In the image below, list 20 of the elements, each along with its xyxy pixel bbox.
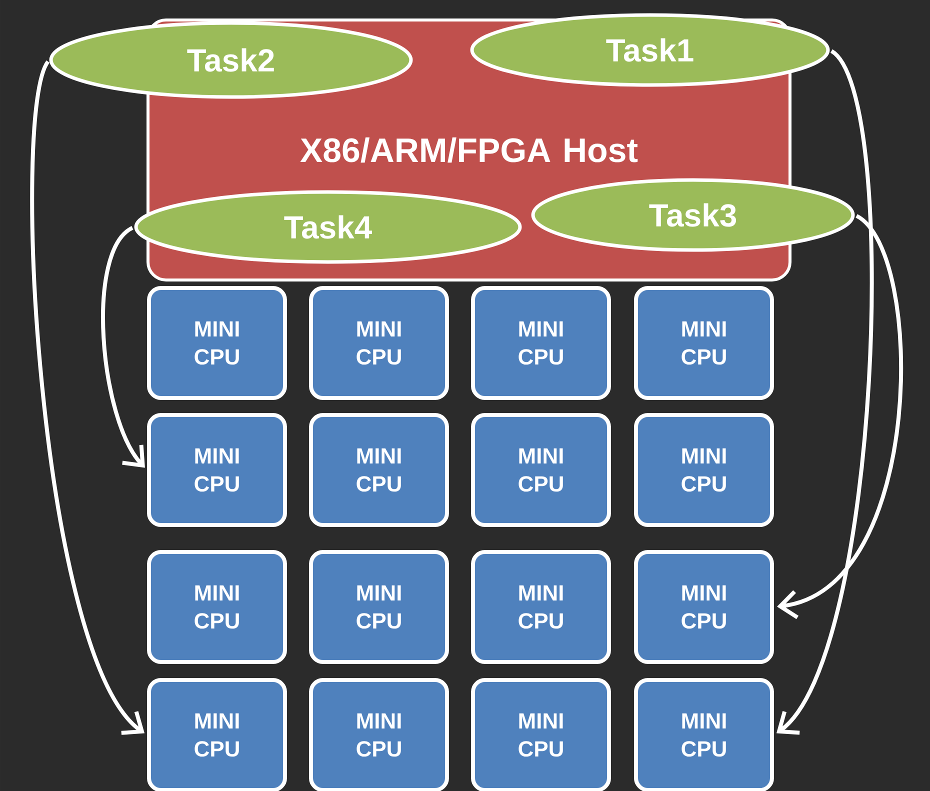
cpu-box: MINI CPU: [634, 550, 774, 664]
cpu-box: MINI CPU: [309, 413, 449, 527]
cpu-box: MINI CPU: [147, 413, 287, 527]
cpu-box: MINI CPU: [471, 550, 611, 664]
cpu-box: MINI CPU: [634, 413, 774, 527]
cpu-box: MINI CPU: [634, 678, 774, 791]
cpu-box: MINI CPU: [147, 678, 287, 791]
cpu-box: MINI CPU: [309, 678, 449, 791]
arrow: [776, 50, 874, 735]
arrow: [30, 60, 145, 735]
cpu-box: MINI CPU: [471, 286, 611, 400]
cpu-box: MINI CPU: [147, 550, 287, 664]
cpu-box: MINI CPU: [471, 413, 611, 527]
arrow: [101, 226, 145, 468]
cpu-box: MINI CPU: [634, 286, 774, 400]
arrow: [776, 214, 904, 620]
cpu-box: MINI CPU: [309, 286, 449, 400]
cpu-box: MINI CPU: [471, 678, 611, 791]
cpu-box: MINI CPU: [309, 550, 449, 664]
cpu-box: MINI CPU: [147, 286, 287, 400]
